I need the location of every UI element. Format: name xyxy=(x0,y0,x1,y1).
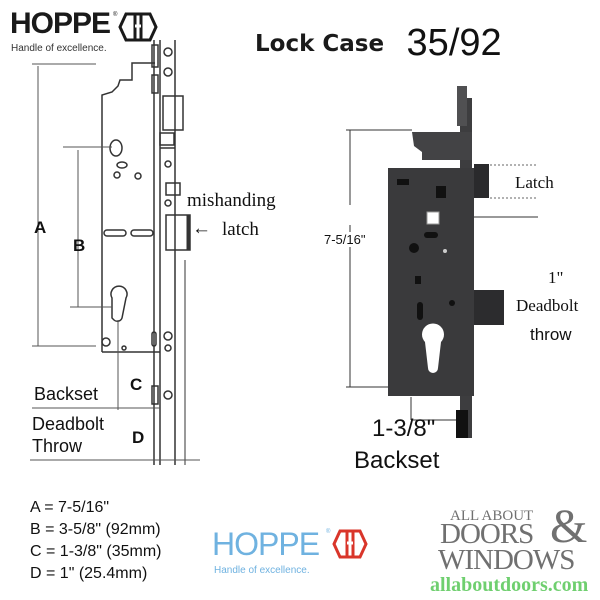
spec-d: D = 1" (25.4mm) xyxy=(30,565,148,582)
hoppe-wordmark: HOPPE xyxy=(10,7,111,40)
hoppe-logo-bottom: HOPPE ® Handle of excellence. xyxy=(212,527,372,577)
dim-height-right: 7-5/16" xyxy=(322,232,368,247)
aadw-all-about: ALL ABOUT xyxy=(450,508,534,524)
hoppe-tagline: Handle of excellence. xyxy=(11,43,107,54)
hoppe-tagline-bottom: Handle of excellence. xyxy=(214,565,310,576)
aadw-ampersand: & xyxy=(550,500,588,553)
label-deadbolt-value: 1" xyxy=(548,268,564,287)
aadw-windows: WINDOWS xyxy=(438,544,575,576)
title-lock-case: Lock Case xyxy=(255,31,385,57)
right-lock-photo xyxy=(346,86,538,438)
page-title: Lock Case 35/92 xyxy=(255,18,502,64)
label-throw-right: throw xyxy=(530,325,572,344)
hoppe-wordmark-blue: HOPPE xyxy=(212,526,320,562)
spec-b: B = 3-5/8" (92mm) xyxy=(30,521,161,538)
label-backset-left: Backset xyxy=(34,384,99,404)
label-latch-right: Latch xyxy=(515,173,554,192)
label-deadbolt-left: Deadbolt xyxy=(32,414,105,434)
label-c: C xyxy=(130,375,143,394)
label-d: D xyxy=(132,428,145,447)
hoppe-logo-top: HOPPE ® Handle of excellence. xyxy=(10,7,158,54)
label-deadbolt-right: Deadbolt xyxy=(516,296,579,315)
label-backset-value: 1-3/8" xyxy=(372,415,436,442)
spec-a: A = 7-5/16" xyxy=(30,499,110,516)
label-a: A xyxy=(34,218,47,237)
left-lock-diagram xyxy=(30,40,200,465)
registered-mark-bottom: ® xyxy=(326,529,331,535)
aadw-url-link[interactable]: allaboutdoors.com xyxy=(430,574,589,596)
label-b: B xyxy=(73,236,86,255)
label-latch-left: latch xyxy=(222,219,259,240)
label-mishanding: mishanding xyxy=(187,190,276,211)
hoppe-hex-icon xyxy=(118,12,158,42)
title-model: 35/92 xyxy=(406,22,502,64)
registered-mark: ® xyxy=(113,12,118,18)
spec-c: C = 1-3/8" (35mm) xyxy=(30,543,162,560)
label-backset-right: Backset xyxy=(354,447,440,474)
hoppe-hex-red-icon xyxy=(332,529,368,559)
spec-list: A = 7-5/16" B = 3-5/8" (92mm) C = 1-3/8"… xyxy=(30,497,162,585)
aadw-logo: ALL ABOUT DOORS & WINDOWS allaboutdoors.… xyxy=(430,502,600,598)
aadw-doors: DOORS xyxy=(440,518,534,550)
arrow-left-icon: ← xyxy=(192,218,211,239)
label-throw-left: Throw xyxy=(32,436,83,456)
